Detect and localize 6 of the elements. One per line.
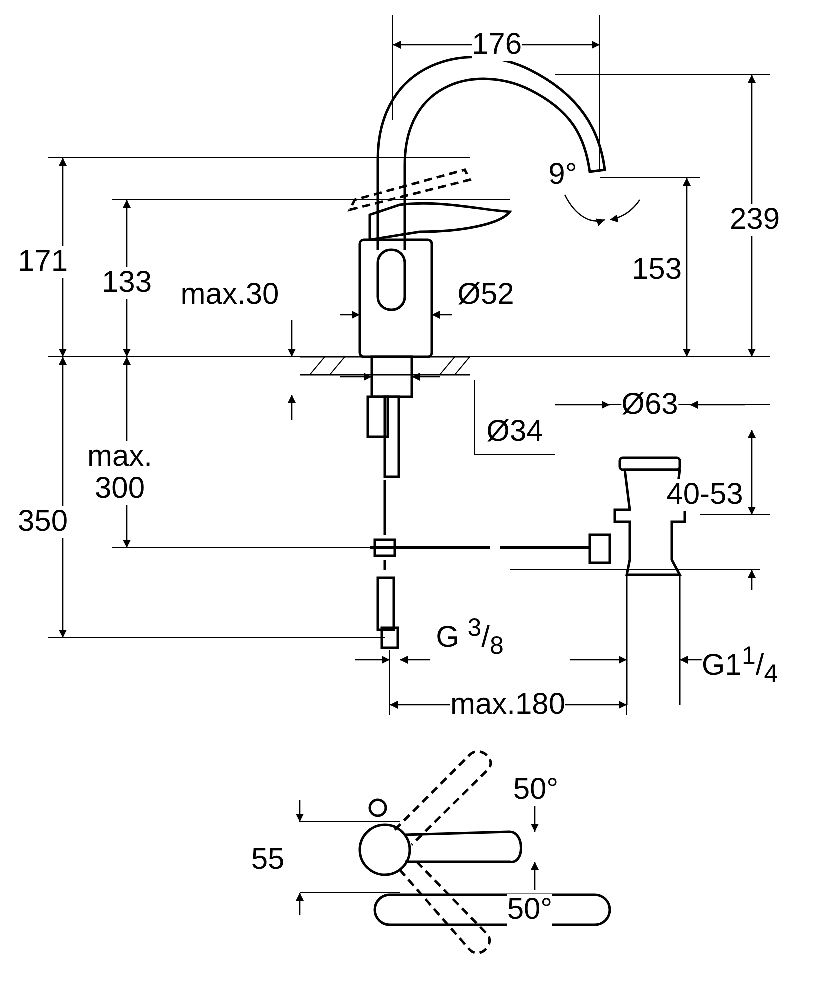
dimension-label: 239 xyxy=(730,204,780,236)
dimension-label: 350 xyxy=(18,506,68,538)
dimension-label: 133 xyxy=(102,267,152,299)
dimension-label: 40-53 xyxy=(666,479,744,511)
dimension-label: 171 xyxy=(18,246,68,278)
dimension-label: 50° xyxy=(507,894,553,926)
